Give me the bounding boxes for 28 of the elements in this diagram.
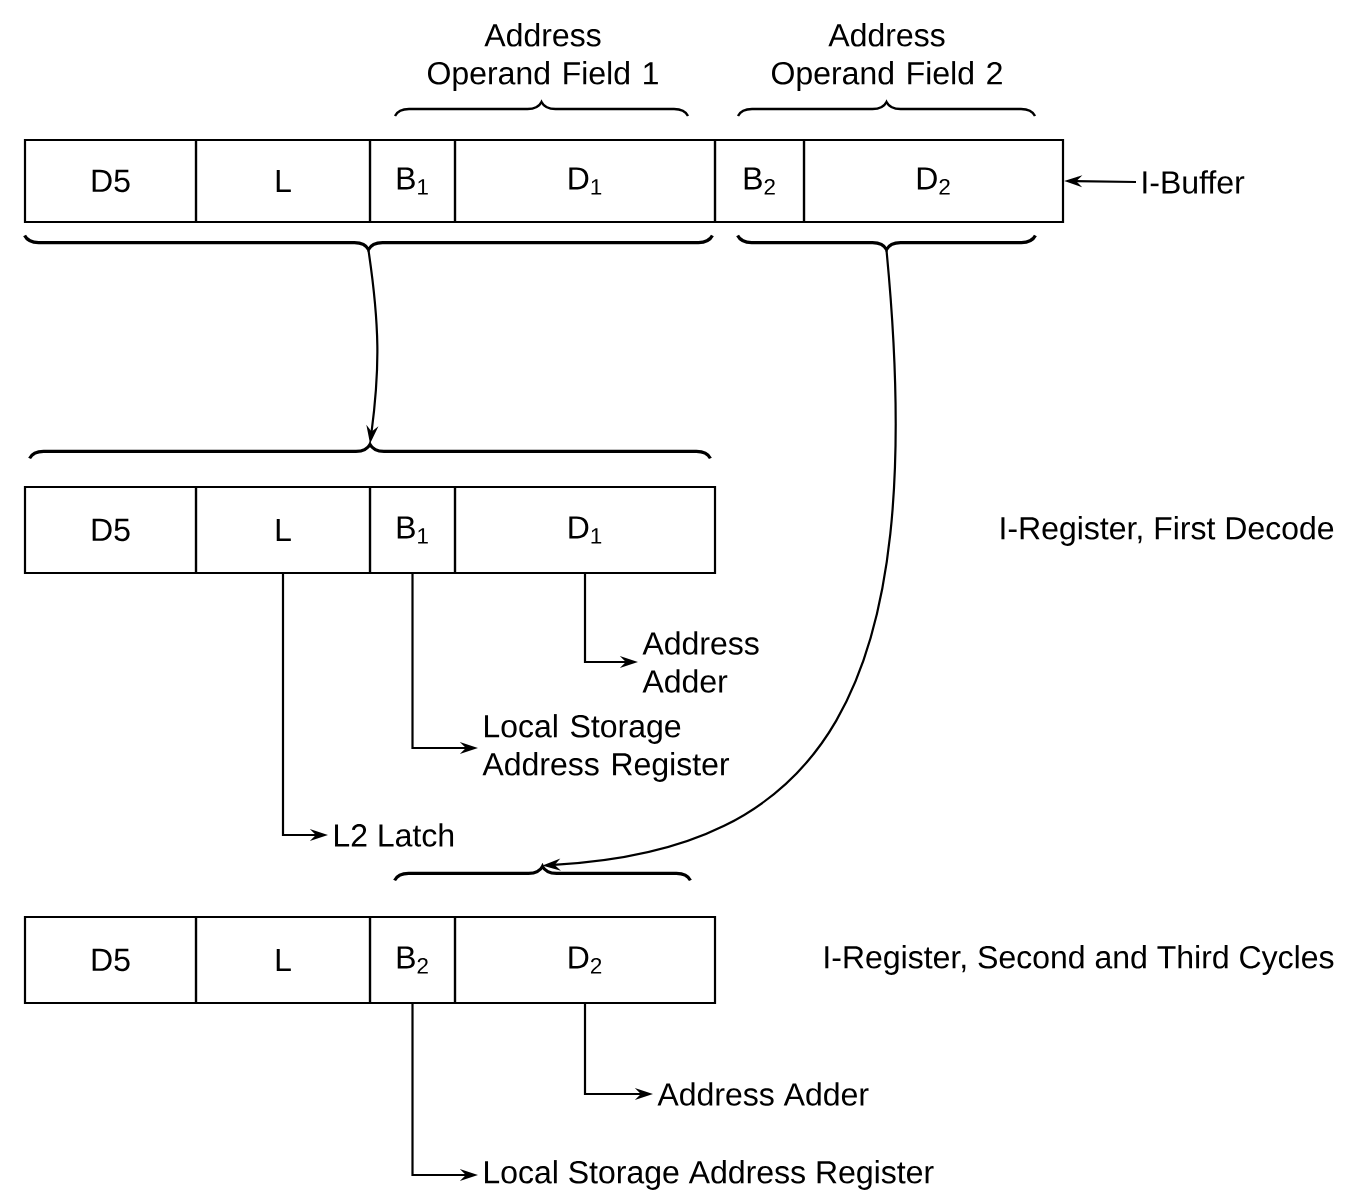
register-field: B$_{1}$ <box>368 485 457 575</box>
destination-label: Local Storage Address Register <box>485 1160 934 1190</box>
register-field: B$_{2}$ <box>368 915 457 1005</box>
register-field: L <box>194 915 372 1005</box>
field-label: Address Operand Field 1 <box>428 23 658 91</box>
register-label: I-Register, First Decode <box>1001 516 1334 546</box>
register-field: B$_{1}$ <box>368 138 457 224</box>
destination-label: I-Buffer <box>1143 170 1245 194</box>
register-field: D$_{2}$ <box>453 915 717 1005</box>
brace <box>23 234 714 252</box>
register-field: D$_{2}$ <box>802 138 1065 224</box>
register-field: B$_{2}$ <box>713 138 806 224</box>
register-field: D$_{1}$ <box>453 138 717 224</box>
register-field: L <box>194 138 372 224</box>
register-field: D5 <box>23 138 198 224</box>
brace <box>28 442 712 460</box>
register-field: L <box>194 485 372 575</box>
field-label: Address Operand Field 2 <box>772 23 1002 91</box>
destination-label: Address Adder <box>642 631 759 693</box>
destination-label: Address Adder <box>657 1082 869 1106</box>
register-field: D5 <box>23 485 198 575</box>
register-field: D5 <box>23 915 198 1005</box>
brace <box>393 864 692 882</box>
brace <box>736 234 1037 252</box>
register-field: D$_{1}$ <box>453 485 717 575</box>
destination-label: L2 Latch <box>335 823 454 847</box>
register-label: I-Register, Second and Third Cycles <box>825 945 1334 975</box>
destination-label: Local Storage Address Register <box>482 714 730 782</box>
